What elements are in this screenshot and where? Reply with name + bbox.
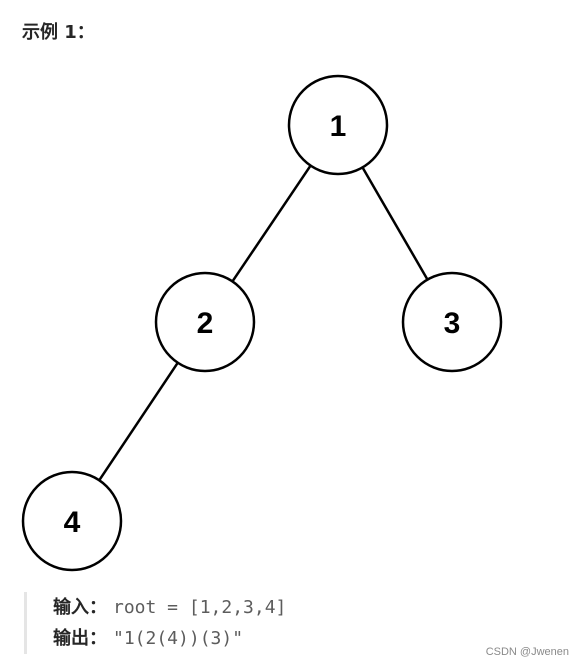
tree-node-label: 2 [197, 307, 214, 340]
output-row: 输出： "1(2(4))(3)" [53, 623, 473, 654]
example-io-block: 输入： root = [1,2,3,4] 输出： "1(2(4))(3)" [24, 592, 473, 654]
tree-node-circle [154, 271, 256, 373]
input-row: 输入： root = [1,2,3,4] [53, 592, 473, 623]
tree-node-circle [21, 470, 123, 572]
tree-edge-n1-n2 [231, 165, 312, 282]
binary-tree-diagram: 1 2 3 4 [21, 74, 503, 572]
tree-node-label: 1 [330, 110, 347, 143]
tree-edge-n2-n4 [98, 362, 179, 481]
output-value: "1(2(4))(3)" [113, 628, 244, 649]
watermark: CSDN @Jwenen [485, 646, 569, 658]
example-title: 示例 1： [22, 22, 95, 43]
tree-edge-n1-n3 [361, 167, 429, 280]
tree-edges [98, 165, 429, 481]
tree-node-label: 4 [64, 506, 81, 539]
tree-node-1: 1 [287, 74, 389, 176]
tree-node-2: 2 [154, 271, 256, 373]
tree-node-3: 3 [401, 271, 503, 373]
tree-node-circle [287, 74, 389, 176]
tree-node-circle [401, 271, 503, 373]
input-label: 输入： [53, 597, 107, 618]
output-label: 输出： [53, 628, 107, 649]
tree-node-4: 4 [21, 470, 123, 572]
tree-nodes: 1 2 3 4 [21, 74, 503, 572]
input-value: root = [1,2,3,4] [113, 597, 287, 618]
tree-node-label: 3 [444, 307, 461, 340]
